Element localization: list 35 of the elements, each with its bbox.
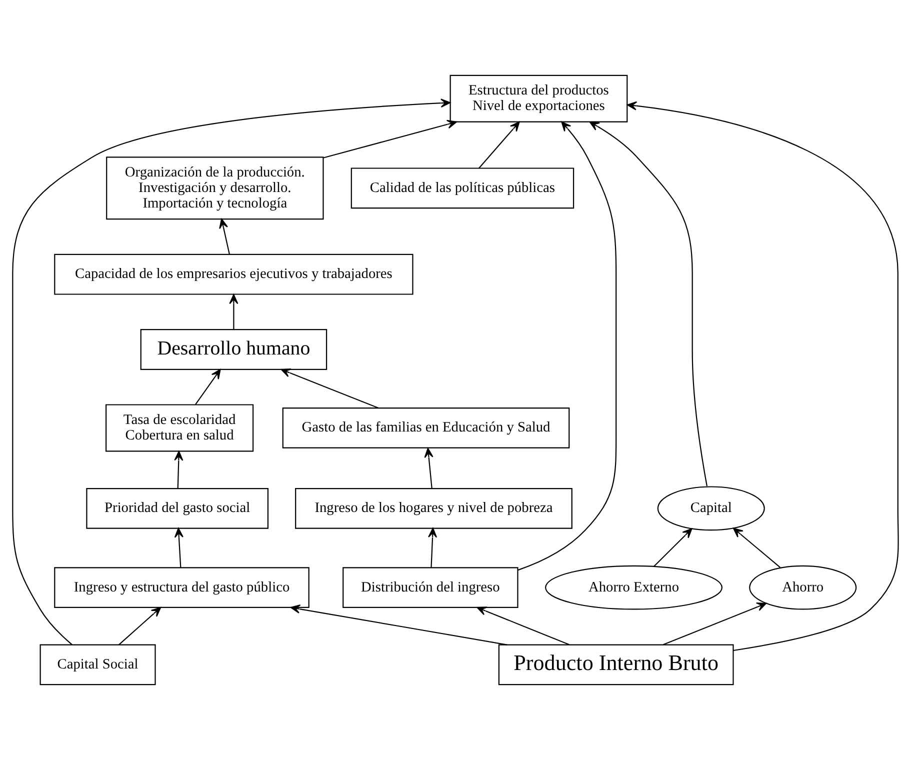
arrow: [12, 98, 451, 645]
node-box: Capital Social: [40, 644, 156, 685]
node-box: Desarrollo humano: [140, 328, 328, 370]
arrow: [324, 119, 457, 158]
node-box: Capacidad de los empresarios ejecutivos y trabajadores: [54, 253, 414, 294]
arrow: [626, 100, 899, 651]
node-box: Distribución del ingreso: [342, 566, 518, 608]
arrow: [654, 528, 692, 566]
arrow: [476, 606, 570, 645]
arrow: [195, 368, 221, 404]
node-box: Prioridad del gasto social: [86, 487, 269, 528]
node-box: Organización de la producción. Investigación y desarrollo. Importación y tecnología: [106, 156, 324, 220]
node-ellipse: Capital: [657, 486, 765, 530]
arrow: [174, 450, 184, 488]
arrow: [732, 527, 781, 568]
arrow: [229, 294, 238, 329]
arrow: [280, 368, 379, 408]
arrow: [174, 527, 184, 567]
arrow: [478, 121, 520, 168]
node-box: Estructura del productos Nivel de exportaciones: [450, 74, 628, 122]
arrow: [518, 120, 617, 570]
node-box: Producto Interno Bruto: [498, 644, 734, 685]
arrow: [290, 604, 508, 645]
node-ellipse: Ahorro Externo: [545, 564, 723, 610]
node-box: Tasa de escolaridad Cobertura en salud: [106, 404, 254, 452]
node-box: Ingreso y estructura del gasto público: [54, 566, 310, 608]
node-box: Gasto de las familias en Educación y Salud: [282, 407, 570, 448]
arrow: [663, 602, 767, 645]
node-box: Ingreso de los hogares y nivel de pobreza: [295, 487, 572, 528]
arrow: [424, 447, 434, 488]
arrow: [589, 121, 708, 486]
arrow: [219, 218, 230, 254]
arrow: [428, 527, 438, 567]
arrow: [118, 606, 162, 645]
node-box: Calidad de las políticas públicas: [350, 167, 574, 208]
